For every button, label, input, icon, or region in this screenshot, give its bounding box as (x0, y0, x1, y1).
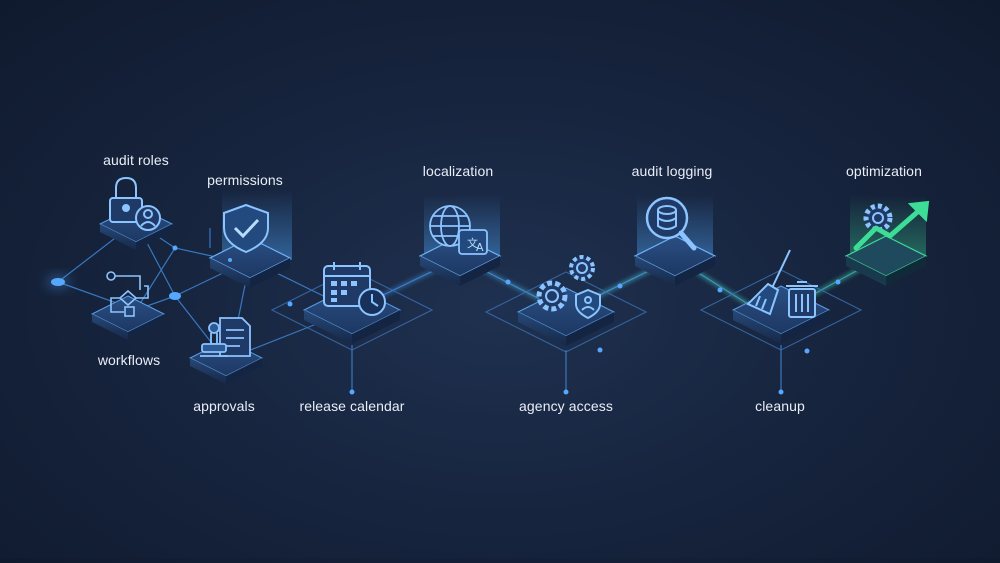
svg-text:文: 文 (467, 236, 478, 250)
gear-trend-arrow-icon (853, 200, 930, 251)
label-workflows: workflows (97, 352, 161, 368)
calendar-clock-icon (323, 262, 386, 316)
globe-translate-icon: 文 A (429, 205, 488, 255)
label-optimization: optimization (846, 163, 922, 179)
stamp-document-icon (200, 317, 251, 357)
broom-trash-icon (746, 249, 818, 318)
platform-rings (270, 269, 863, 353)
label-approvals: approvals (193, 398, 255, 414)
label-audit-logging: audit logging (631, 163, 713, 179)
flowchart-icon (106, 271, 149, 317)
label-audit-roles: audit roles (103, 152, 169, 168)
svg-text:A: A (476, 241, 484, 254)
label-agency-access: agency access (519, 398, 613, 414)
platform-workflows (90, 295, 166, 340)
label-localization: localization (422, 163, 494, 179)
label-permissions: permissions (207, 172, 283, 188)
database-magnifier-icon (645, 196, 697, 251)
gears-shield-icon (536, 255, 601, 320)
junction-nodes (46, 245, 841, 395)
label-cleanup: cleanup (755, 398, 805, 414)
shield-check-icon (223, 203, 269, 254)
lock-user-icon (109, 176, 161, 231)
label-release-calendar: release calendar (299, 398, 405, 414)
